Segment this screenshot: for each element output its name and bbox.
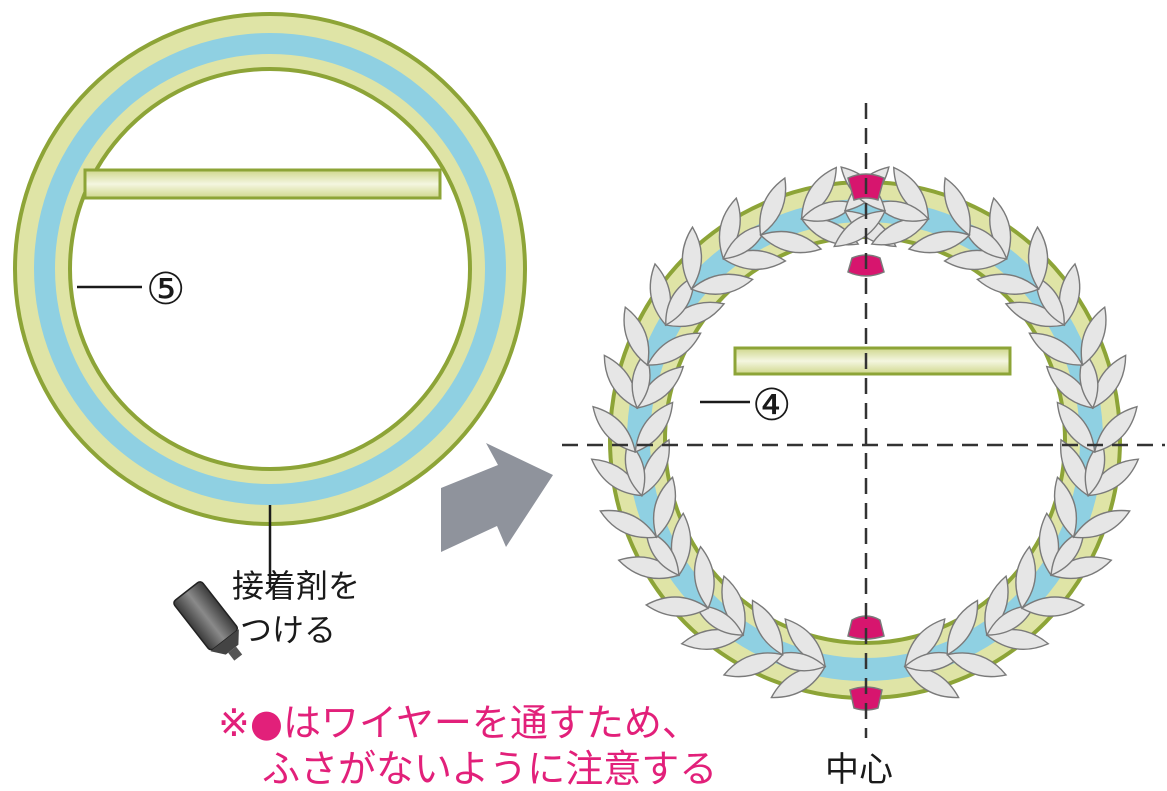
leaf-23 [623,305,650,367]
center-label: 中心 [825,750,893,790]
leaf-64 [1080,305,1107,367]
leaf-19 [634,401,674,454]
leaf-53 [1053,476,1078,539]
wire-hole-bottom-1 [847,615,885,640]
leaf-48 [1015,545,1037,610]
leaf-8 [644,596,710,617]
wreath-cross-bar [733,346,1012,376]
leaf-28 [681,225,703,291]
note-line2: ふさがないように注意する [262,747,717,791]
leaf-33 [759,176,787,237]
leaf-34 [759,230,823,254]
leaf-9 [693,545,715,610]
leaf-63 [1028,332,1084,366]
wire-hole-bottom-2 [849,686,883,711]
leaf-58 [1056,401,1096,454]
leaf-13 [599,509,658,539]
glue-text-line2: つける [240,611,336,649]
cross-bar [83,168,442,200]
leaf-69 [1027,225,1049,291]
laurel-leaves [590,166,1140,699]
glue-tube-icon [173,581,243,661]
left-ring [13,12,527,526]
note-line1: ※●はワイヤーを通すため、 [218,701,700,745]
leaf-68 [976,273,1040,295]
leaf-4 [751,599,784,656]
direction-arrow-icon [441,443,553,552]
leaf-49 [1020,596,1086,617]
leaf-54 [1072,509,1131,539]
part-label-5: ⑤ [146,264,185,315]
leaf-74 [943,176,971,237]
part-label-4: ④ [752,380,791,431]
leaf-29 [690,273,754,295]
leaf-3 [722,652,784,678]
leaf-43 [946,599,979,656]
glue-text-line1: 接着剤を [232,567,360,605]
leaf-24 [646,332,702,366]
leaf-73 [907,230,971,254]
leaf-14 [652,476,677,539]
leaf-44 [946,652,1008,678]
